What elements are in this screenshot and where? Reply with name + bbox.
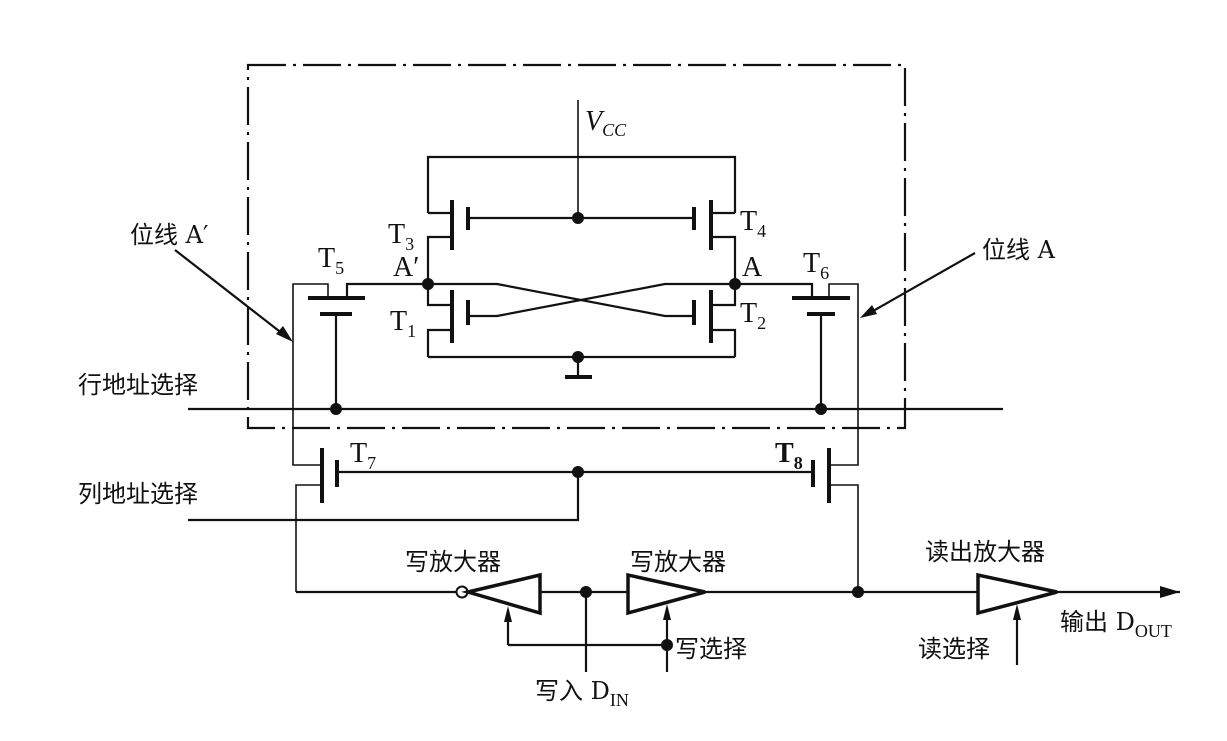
arrow-icon — [860, 305, 877, 318]
label-t4: T4 — [740, 206, 766, 241]
cell-boundary — [246, 63, 907, 430]
bitline-a-pointer — [865, 252, 976, 316]
column-select-label: 列地址选择 — [78, 480, 198, 508]
vcc-label: VCC — [585, 106, 627, 140]
label-t7: T7 — [350, 438, 376, 473]
label-t6: T6 — [803, 248, 829, 283]
write-select-label: 写选择 — [675, 635, 747, 663]
bus-junction-dot — [852, 586, 864, 598]
label-t5: T5 — [318, 243, 344, 278]
label-t8: T8 — [775, 438, 803, 473]
write-amplifier-left — [461, 572, 542, 616]
write-select-dot — [661, 639, 673, 651]
row-select-label: 行地址选择 — [78, 371, 198, 399]
read-select-arrow-icon — [1013, 604, 1021, 620]
transistor-t2 — [692, 284, 737, 357]
transistor-t1 — [426, 284, 470, 357]
arrow-icon — [276, 326, 293, 342]
gate-junction-dot — [572, 212, 584, 224]
label-t3: T3 — [388, 219, 414, 254]
write-amp-left-label: 写放大器 — [405, 548, 501, 576]
bitline-a-label: 位线 A — [982, 236, 1056, 264]
bitline-a-prime — [292, 408, 322, 466]
transistor-t7 — [295, 448, 339, 592]
label-t2: T2 — [740, 298, 766, 333]
output-arrow-icon — [1160, 586, 1180, 598]
node-a-label: A — [742, 252, 763, 283]
bitline-a — [829, 408, 859, 466]
read-amplifier — [976, 572, 1058, 616]
node-a-prime-label: A′ — [393, 252, 419, 283]
write-select-arrow-right-icon — [663, 604, 671, 620]
transistor-t5 — [292, 282, 428, 409]
column-address-line — [188, 472, 580, 522]
transistor-t8 — [811, 448, 859, 592]
write-amplifier-right — [626, 572, 706, 616]
output-label: 输出 DOUT — [1060, 608, 1172, 641]
read-select-label: 读选择 — [918, 635, 990, 663]
transistor-t3 — [426, 200, 694, 284]
bitline-a-prime-label: 位线 A′ — [130, 221, 208, 249]
transistor-t4 — [692, 200, 737, 284]
read-amp-label: 读出放大器 — [925, 538, 1045, 566]
bitline-a-prime-pointer — [174, 249, 289, 339]
write-amp-right-label: 写放大器 — [630, 548, 726, 576]
cross-couple-2 — [468, 282, 735, 318]
transistor-t6 — [735, 282, 859, 409]
label-t1: T1 — [390, 306, 416, 341]
write-select-arrow-left-icon — [504, 606, 512, 622]
top-rail — [426, 155, 737, 213]
write-in-label: 写入 DIN — [535, 677, 629, 710]
